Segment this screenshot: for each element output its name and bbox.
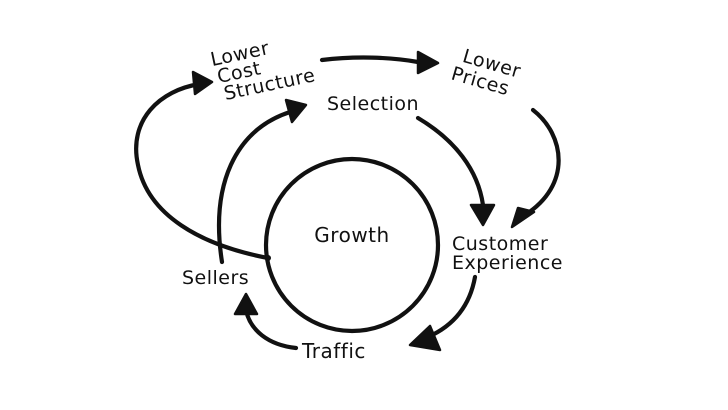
arrowhead-lower-prices-to-customer-experience (510, 206, 536, 229)
lower-prices-label: Lower Prices (449, 45, 523, 100)
arrow-selection-to-customer-experience (415, 115, 486, 208)
arrowhead-lower-cost-to-lower-prices (416, 50, 440, 75)
loop-junction-dot (265, 255, 271, 261)
customer-experience-line-2: Experience (452, 252, 563, 274)
arrowhead-customer-experience-to-traffic (408, 324, 442, 352)
arrow-growth-to-lower-cost (134, 81, 271, 261)
arrowhead-growth-to-lower-cost (191, 70, 214, 96)
arrow-lower-cost-to-lower-prices (319, 55, 421, 65)
arrow-sellers-to-selection (217, 109, 293, 265)
arrowhead-traffic-to-sellers (233, 292, 259, 316)
arrowhead-selection-to-customer-experience (469, 203, 496, 227)
customer-experience-line-1: Customer (452, 233, 548, 255)
arrow-traffic-to-sellers (243, 307, 299, 351)
arrow-customer-experience-to-traffic (425, 274, 478, 340)
arrow-lower-prices-to-customer-experience (522, 107, 561, 218)
selection-label: Selection (327, 93, 419, 115)
traffic-label: Traffic (301, 339, 366, 363)
sellers-label: Sellers (182, 267, 249, 289)
growth-label: Growth (314, 223, 389, 247)
lower-cost-structure-label: Lower Cost Structure (209, 37, 318, 105)
arrowhead-sellers-to-selection (284, 98, 308, 124)
growth-circle (263, 156, 441, 334)
